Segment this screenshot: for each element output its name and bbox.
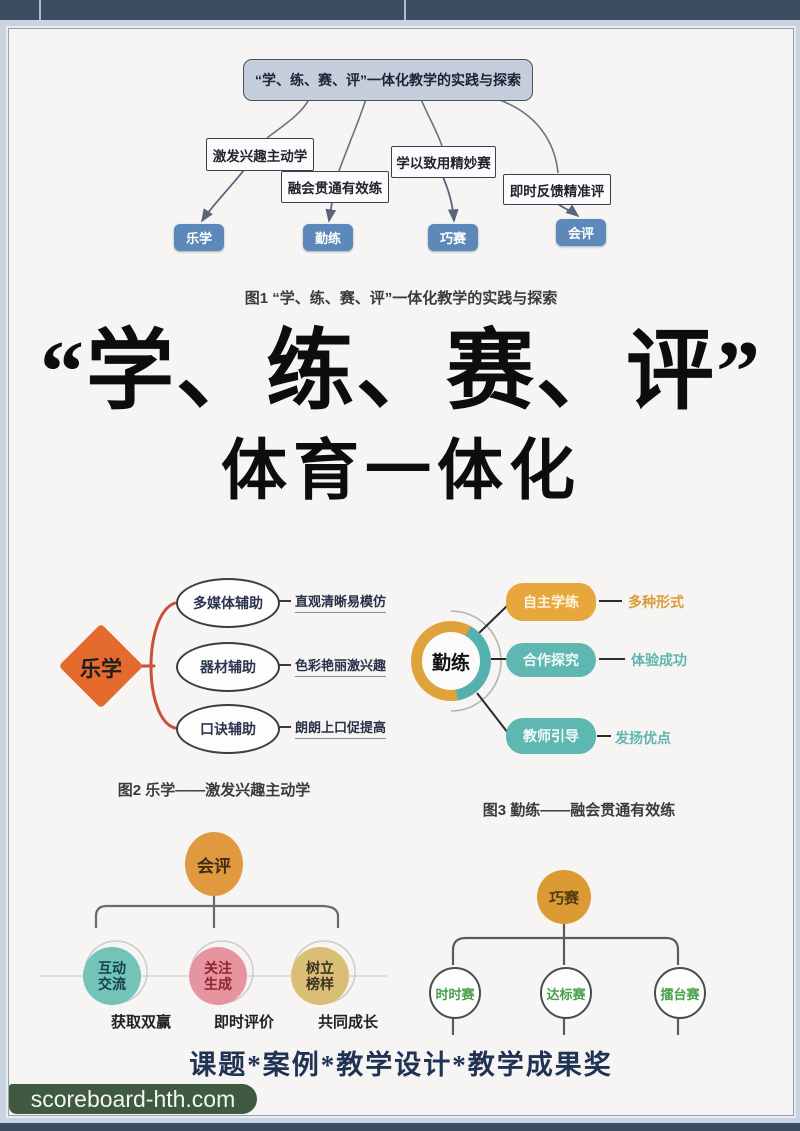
fig3-center-label: 勤练 xyxy=(422,632,480,690)
top-border-bar xyxy=(0,0,800,20)
fig5-item-arena: 擂台赛 xyxy=(654,967,706,1019)
fig3-note-2: 体验成功 xyxy=(631,652,687,668)
fig1-branch-learn: 激发兴趣主动学 xyxy=(206,138,314,171)
fig2-note-3: 朗朗上口促提高 xyxy=(295,717,387,739)
fig1-caption: 图1 “学、练、赛、评”一体化教学的实践与探索 xyxy=(244,290,558,307)
poster-page: “学、练、赛、评”一体化教学的实践与探索 激发兴趣主动学 融会贯通有效练 学以致… xyxy=(8,28,794,1116)
fig4-item-rolemodel-line2: 榜样 xyxy=(306,976,334,992)
fig4-note-1: 获取双赢 xyxy=(110,1014,171,1031)
fig5-item-timed: 时时赛 xyxy=(429,967,481,1019)
fig2-note-1: 直观清晰易模仿 xyxy=(295,591,387,613)
fig1-root-node: “学、练、赛、评”一体化教学的实践与探索 xyxy=(243,59,533,101)
fig5-item-standard: 达标赛 xyxy=(540,967,592,1019)
fig5-center-node: 巧赛 xyxy=(537,870,591,924)
fig1-branch-compete: 学以致用精妙赛 xyxy=(391,146,496,178)
fig3-item-cooperate: 合作探究 xyxy=(506,643,596,677)
main-title-line2: 体育一体化 xyxy=(221,434,581,508)
fig1-node-qinlian: 勤练 xyxy=(303,224,353,251)
footer-awards-text: 课题*案例*教学设计*教学成果奖 xyxy=(189,1050,613,1080)
fig2-center-label: 乐学 xyxy=(80,658,122,681)
fig3-note-1: 多种形式 xyxy=(628,594,684,610)
fig2-item-mnemonic: 口诀辅助 xyxy=(176,704,280,754)
fig4-item-interaction-line2: 交流 xyxy=(98,976,126,992)
fig4-item-rolemodel-line1: 树立 xyxy=(306,959,334,976)
main-title-line1: “学、练、赛、评” xyxy=(39,324,762,421)
fig2-note-2: 色彩艳丽激兴趣 xyxy=(295,655,387,677)
fig2-item-equipment: 器材辅助 xyxy=(176,642,280,692)
fig1-branch-practice: 融会贯通有效练 xyxy=(281,171,389,203)
fig4-note-3: 共同成长 xyxy=(317,1014,378,1031)
fig4-item-interaction: 互动 交流 xyxy=(83,947,141,1005)
fig3-item-teacher: 教师引导 xyxy=(506,718,596,754)
fig1-node-qiaosai: 巧赛 xyxy=(428,224,478,251)
fig3-item-selfstudy: 自主学练 xyxy=(506,583,596,621)
fig4-note-2: 即时评价 xyxy=(213,1014,274,1031)
fig1-node-lexue: 乐学 xyxy=(174,224,224,251)
fig4-center-node: 会评 xyxy=(185,832,243,896)
fig1-node-huiping: 会评 xyxy=(556,219,606,246)
fig4-item-rolemodel: 树立 榜样 xyxy=(291,947,349,1005)
bottom-border-bar xyxy=(0,1123,800,1131)
fig3-note-3: 发扬优点 xyxy=(615,730,671,746)
fig4-item-generation-line2: 生成 xyxy=(204,976,232,992)
fig4-item-interaction-line1: 互动 xyxy=(98,959,126,976)
fig1-branch-evaluate: 即时反馈精准评 xyxy=(503,174,611,205)
fig2-caption: 图2 乐学——激发兴趣主动学 xyxy=(117,782,311,799)
watermark-badge: scoreboard-hth.com xyxy=(9,1084,257,1114)
fig4-item-generation-line1: 关注 xyxy=(204,959,232,976)
fig2-item-multimedia: 多媒体辅助 xyxy=(176,578,280,628)
top-bar-divider xyxy=(39,0,41,20)
fig3-caption: 图3 勤练——融会贯通有效练 xyxy=(482,802,676,819)
fig4-item-generation: 关注 生成 xyxy=(189,947,247,1005)
top-bar-divider xyxy=(404,0,406,20)
main-title: “学、练、赛、评” 体育一体化 xyxy=(9,324,793,508)
